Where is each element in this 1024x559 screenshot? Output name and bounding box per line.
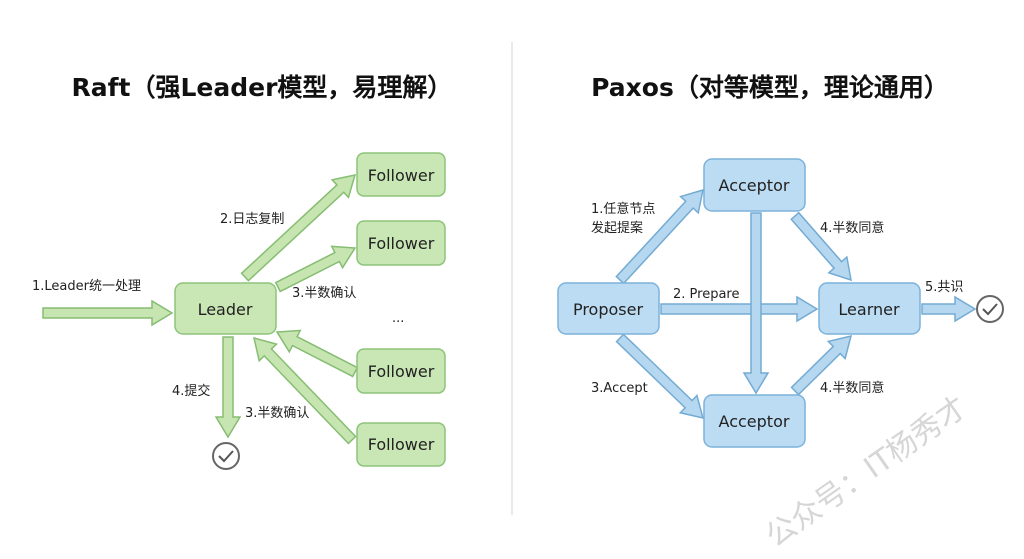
follower-node-2: Follower: [356, 220, 446, 266]
arrow-input-to-leader: [42, 299, 174, 327]
learner-node: Learner: [818, 282, 921, 335]
paxos-step2-label: 2. Prepare: [673, 287, 739, 302]
raft-title: Raft（强Leader模型，易理解）: [72, 73, 453, 102]
raft-step2-label: 2.日志复制: [220, 212, 284, 227]
follower-node-1: Follower: [356, 152, 446, 197]
arrow-follower4-to-leader: [252, 336, 357, 445]
arrow-follower3-to-leader: [275, 329, 359, 378]
leader-label: Leader: [198, 300, 253, 319]
raft-step3a-label: 3.半数确认: [292, 286, 356, 301]
paxos-step4a-label: 4.半数同意: [820, 220, 884, 236]
follower-label: Follower: [368, 435, 435, 454]
follower-label: Follower: [368, 166, 435, 185]
proposer-label: Proposer: [573, 300, 644, 319]
arrow-acceptor-top-to-acceptor-bottom: [742, 212, 770, 395]
raft-step4-label: 4.提交: [172, 383, 210, 399]
arrow-proposer-to-acceptor-top: [615, 188, 704, 285]
check-icon: [976, 295, 1004, 323]
paxos-step1-label-line2: 发起提案: [591, 220, 643, 236]
learner-label: Learner: [838, 300, 900, 319]
arrow-leader-to-commit: [214, 336, 242, 439]
follower-label: Follower: [368, 362, 435, 381]
acceptor-top-node: Acceptor: [703, 158, 806, 212]
arrow-learner-to-consensus: [921, 295, 977, 323]
raft-step1-label: 1.Leader统一处理: [32, 279, 141, 294]
arrow-leader-to-follower2: [274, 245, 357, 293]
ellipsis: ...: [392, 311, 404, 326]
follower-node-3: Follower: [356, 348, 446, 394]
check-icon: [212, 442, 240, 470]
proposer-node: Proposer: [557, 282, 660, 335]
paxos-step3-label: 3.Accept: [591, 381, 648, 396]
paxos-step1-label-line1: 1.任意节点: [591, 201, 655, 217]
follower-node-4: Follower: [356, 422, 446, 467]
paxos-title: Paxos（对等模型，理论通用）: [591, 73, 949, 102]
raft-step3b-label: 3.半数确认: [245, 406, 309, 421]
follower-label: Follower: [368, 234, 435, 253]
acceptor-label: Acceptor: [719, 412, 790, 431]
arrow-proposer-to-acceptor-bottom: [615, 333, 705, 420]
arrow-proposer-to-learner: [660, 295, 819, 323]
acceptor-label: Acceptor: [719, 176, 790, 195]
arrow-acceptor-bottom-to-learner: [790, 334, 853, 396]
arrow-acceptor-top-to-learner: [790, 211, 852, 282]
leader-node: Leader: [174, 282, 277, 335]
paxos-step4b-label: 4.半数同意: [820, 380, 884, 396]
paxos-step5-label: 5.共识: [925, 280, 963, 295]
acceptor-bottom-node: Acceptor: [703, 394, 806, 448]
arrow-leader-to-follower1: [240, 174, 357, 282]
